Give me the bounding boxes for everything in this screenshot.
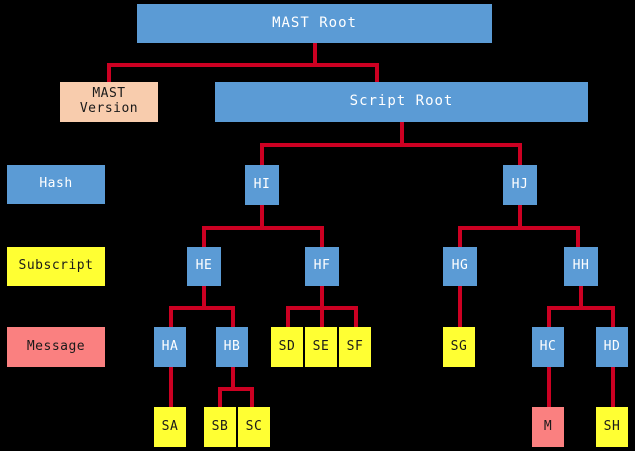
- edge-hj-stem: [518, 205, 522, 228]
- edge-hf-stem: [320, 286, 324, 308]
- edge-hb-bus: [218, 387, 254, 391]
- edge-he-stem: [202, 286, 206, 308]
- edge-to-hb: [231, 306, 235, 329]
- edge-ha-to-sa: [169, 367, 173, 409]
- node-hb[interactable]: HB: [216, 327, 248, 367]
- node-ha[interactable]: HA: [154, 327, 186, 367]
- node-hc[interactable]: HC: [532, 327, 564, 367]
- edge-to-sd: [286, 306, 290, 329]
- edge-mast-root-bus: [107, 63, 379, 67]
- edge-to-sb: [218, 387, 222, 409]
- node-hj[interactable]: HJ: [503, 165, 537, 205]
- edge-to-sf: [354, 306, 358, 329]
- node-sc[interactable]: SC: [238, 407, 270, 447]
- node-sg[interactable]: SG: [443, 327, 475, 367]
- edge-mast-root-stem: [313, 43, 317, 65]
- legend-item-hash: Hash: [7, 165, 105, 204]
- edge-script-root-stem: [400, 122, 404, 145]
- node-sh[interactable]: SH: [596, 407, 628, 447]
- edge-hc-to-m: [547, 367, 551, 409]
- edge-to-hj: [518, 143, 522, 166]
- node-mast-root[interactable]: MAST Root: [137, 4, 492, 43]
- edge-hd-to-sh: [611, 367, 615, 409]
- edge-to-hc: [547, 306, 551, 329]
- edge-to-hg: [458, 226, 462, 248]
- edge-to-mast-version: [107, 63, 111, 83]
- edge-to-he: [202, 226, 206, 248]
- edge-to-sc: [250, 387, 254, 409]
- node-hf[interactable]: HF: [305, 247, 339, 286]
- node-sd[interactable]: SD: [271, 327, 303, 367]
- node-script-root[interactable]: Script Root: [215, 82, 588, 122]
- node-hh[interactable]: HH: [564, 247, 598, 286]
- edge-to-script-root: [375, 63, 379, 83]
- edge-hg-to-sg: [458, 286, 462, 329]
- edge-hi-stem: [260, 205, 264, 228]
- edge-he-bus: [169, 306, 235, 310]
- edge-hb-stem: [231, 367, 235, 389]
- edge-to-se: [320, 306, 324, 329]
- edge-hi-bus: [202, 226, 324, 230]
- node-sa[interactable]: SA: [154, 407, 186, 447]
- edge-to-ha: [169, 306, 173, 329]
- node-mast-version[interactable]: MAST Version: [60, 82, 158, 122]
- node-sf[interactable]: SF: [339, 327, 371, 367]
- legend-item-message: Message: [7, 327, 105, 367]
- node-hg[interactable]: HG: [443, 247, 477, 286]
- legend-item-subscript: Subscript: [7, 247, 105, 286]
- node-hd[interactable]: HD: [596, 327, 628, 367]
- node-se[interactable]: SE: [305, 327, 337, 367]
- edge-script-root-bus: [260, 143, 522, 147]
- node-hi[interactable]: HI: [245, 165, 279, 205]
- edge-to-hf: [320, 226, 324, 248]
- edge-hh-stem: [579, 286, 583, 308]
- edge-to-hi: [260, 143, 264, 166]
- node-m[interactable]: M: [532, 407, 564, 447]
- edge-to-hd: [611, 306, 615, 329]
- node-sb[interactable]: SB: [204, 407, 236, 447]
- edge-hj-bus: [458, 226, 580, 230]
- node-he[interactable]: HE: [187, 247, 221, 286]
- edge-to-hh: [576, 226, 580, 248]
- edge-hh-bus: [547, 306, 613, 310]
